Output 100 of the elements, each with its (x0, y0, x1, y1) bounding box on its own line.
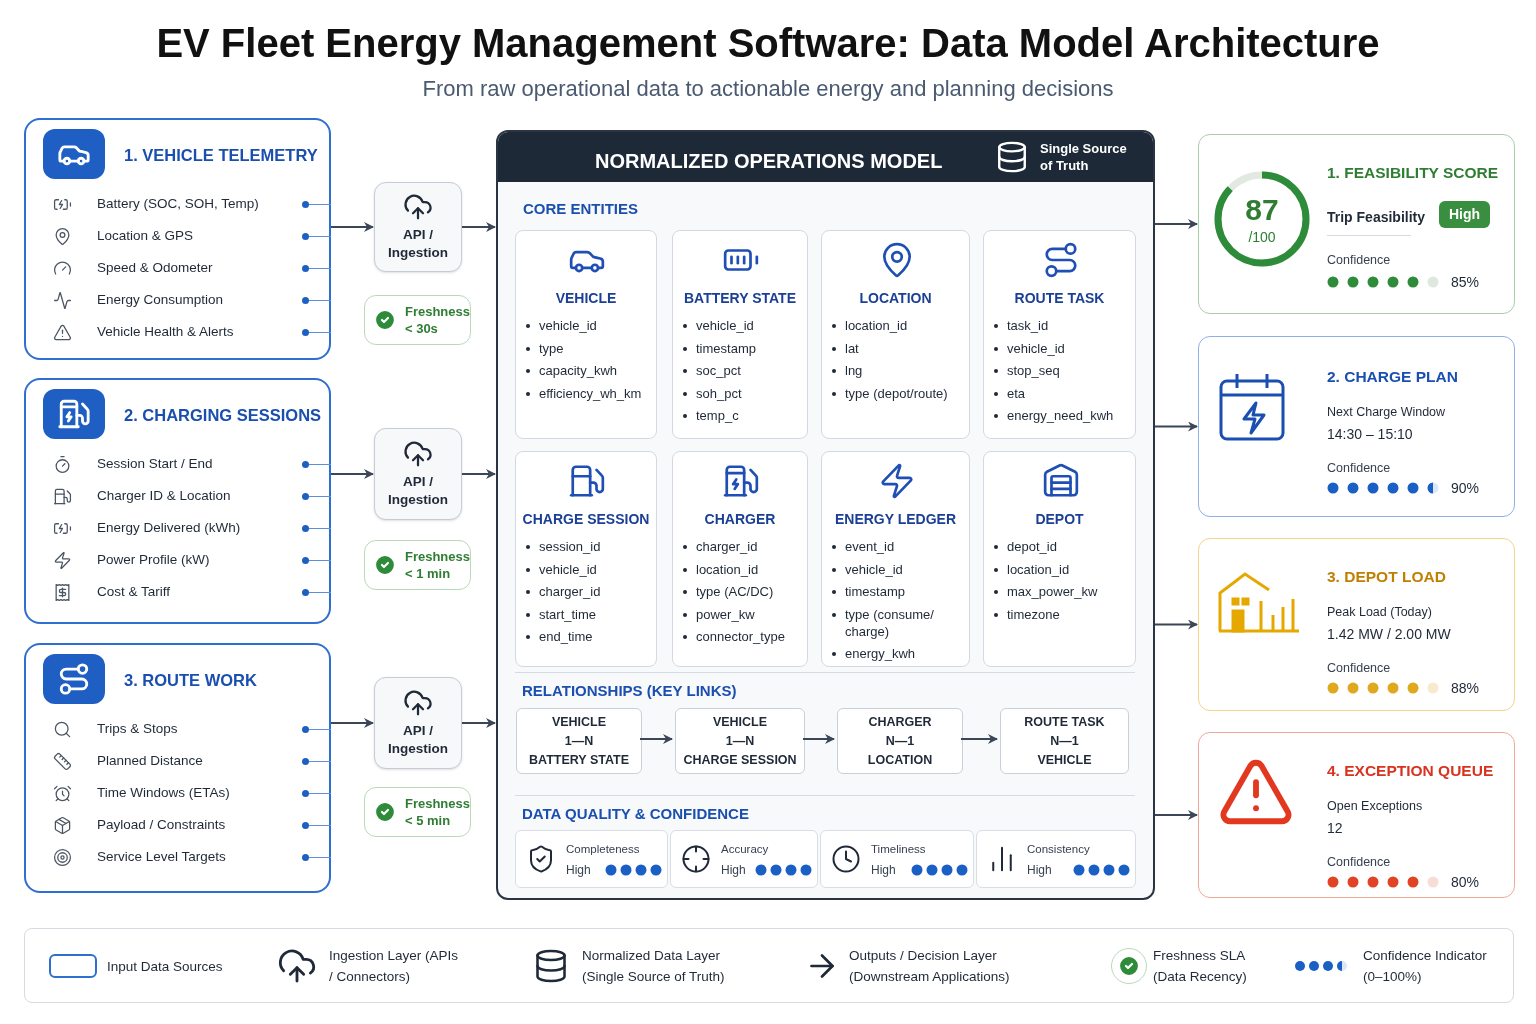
output-card (1198, 336, 1515, 517)
status-badge: High (1439, 201, 1491, 228)
arrow (1154, 421, 1198, 432)
section-heading: DATA QUALITY & CONFIDENCE (522, 804, 749, 824)
field-item: type (depot/route) (845, 384, 948, 402)
field-item: connector_type (696, 628, 785, 645)
panel-title: NORMALIZED OPERATIONS MODEL (595, 149, 943, 174)
data-item: Energy Delivered (kWh) (97, 519, 241, 537)
field-item: end_time (539, 628, 593, 645)
legend-label: Normalized Data Layer (Single Source of Truth) (582, 947, 726, 986)
quality-level: High (566, 862, 591, 879)
quality-metric: Completeness (566, 842, 640, 857)
freshness-badge (364, 540, 471, 590)
freshness-badge (364, 295, 471, 345)
field-item: type (AC/DC) (696, 583, 774, 600)
entity-name: VEHICLE (1037, 751, 1092, 769)
output-card (1198, 134, 1515, 314)
panel-subtitle: Single Source of Truth (1040, 140, 1128, 174)
data-item: Energy Consumption (97, 291, 224, 309)
data-item: Power Profile (kW) (97, 551, 210, 569)
quality-card (670, 830, 818, 888)
data-item: Speed & Odometer (97, 259, 213, 277)
data-item: Location & GPS (97, 227, 194, 245)
quality-level: High (721, 862, 746, 879)
output-heading: 1. FEASIBILITY SCORE (1327, 163, 1499, 183)
legend-label: Freshness SLA (Data Recency) (1153, 947, 1248, 986)
data-item: Payload / Constraints (97, 816, 226, 834)
output-heading: 3. DEPOT LOAD (1327, 567, 1446, 587)
quality-metric: Accuracy (721, 842, 769, 857)
freshness-label: Freshness (404, 795, 470, 812)
confidence-label: Confidence (1327, 252, 1391, 269)
entity-card (821, 230, 970, 439)
entity-card (983, 230, 1136, 439)
arrow (960, 734, 998, 744)
field-item: event_id (845, 538, 895, 555)
data-item: Time Windows (ETAs) (97, 784, 230, 802)
output-card (1198, 538, 1515, 711)
ingestion-box (374, 677, 462, 769)
data-item: Charger ID & Location (97, 487, 231, 505)
legend-label: Ingestion Layer (APIs / Connectors) (329, 947, 460, 986)
arrow (1154, 219, 1198, 229)
confidence-label: Confidence (1327, 660, 1391, 677)
arrow (461, 222, 496, 232)
diagram-subtitle: From raw operational data to actionable energy and planning decisions (421, 75, 1115, 103)
data-source-card (24, 643, 331, 893)
data-item: Planned Distance (97, 752, 203, 770)
ingestion-label: API / Ingestion (387, 473, 449, 509)
data-item: Trips & Stops (97, 720, 178, 738)
entity-title: VEHICLE (554, 289, 618, 308)
ingestion-label: API / Ingestion (387, 226, 449, 262)
entity-title: ROUTE TASK (1013, 289, 1106, 308)
quality-card (976, 830, 1136, 888)
cardinality-label: N—1 (885, 732, 915, 750)
diagram-title: EV Fleet Energy Management Software: Data Model Architecture (155, 20, 1381, 67)
metric-value: 12 (1327, 819, 1343, 838)
metric-value: 14:30 – 15:10 (1327, 425, 1413, 444)
field-item: energy_kwh (845, 645, 916, 662)
entity-name: LOCATION (867, 751, 933, 769)
entity-title: DEPOT (1034, 510, 1085, 529)
arrow (330, 718, 374, 728)
entity-card (983, 451, 1136, 667)
ingestion-box (374, 428, 462, 520)
field-item: vehicle_id (1007, 339, 1065, 357)
field-item: lat (845, 339, 859, 357)
entity-name: ROUTE TASK (1024, 713, 1105, 731)
relationship-box (837, 708, 963, 774)
field-item: energy_need_kwh (1007, 407, 1114, 424)
arrow (1154, 810, 1198, 820)
arrow (639, 734, 673, 744)
entity-name: CHARGE SESSION (683, 751, 797, 769)
quality-level: High (871, 862, 896, 879)
field-item: vehicle_id (845, 560, 903, 578)
confidence-label: Confidence (1327, 460, 1391, 477)
field-item: charger_id (539, 583, 601, 600)
arrow (802, 734, 835, 744)
data-item: Session Start / End (97, 455, 213, 473)
entity-card (515, 230, 657, 439)
field-item: eta (1007, 384, 1026, 402)
relationship-box (516, 708, 642, 774)
arrow (461, 469, 496, 479)
freshness-label: Freshness (404, 303, 470, 320)
entity-name: VEHICLE (551, 713, 607, 731)
section-heading: CORE ENTITIES (523, 199, 638, 219)
field-item: session_id (539, 538, 601, 555)
relationship-box (675, 708, 805, 774)
data-item: Cost & Tariff (97, 583, 171, 601)
arrow (330, 469, 374, 479)
data-item: Service Level Targets (97, 848, 226, 866)
field-item: vehicle_id (539, 317, 597, 334)
field-item: capacity_kwh (539, 362, 618, 379)
confidence-percent: 90% (1451, 479, 1480, 498)
score-scale: /100 (1247, 228, 1277, 247)
entity-name: VEHICLE (712, 713, 768, 731)
field-item: efficiency_wh_km (539, 384, 642, 402)
freshness-value: < 5 min (404, 812, 452, 829)
legend-label: Input Data Sources (107, 958, 224, 976)
freshness-value: < 30s (404, 320, 439, 337)
field-item: type (539, 339, 564, 357)
field-item: soc_pct (696, 362, 741, 379)
arrow (1154, 619, 1198, 630)
